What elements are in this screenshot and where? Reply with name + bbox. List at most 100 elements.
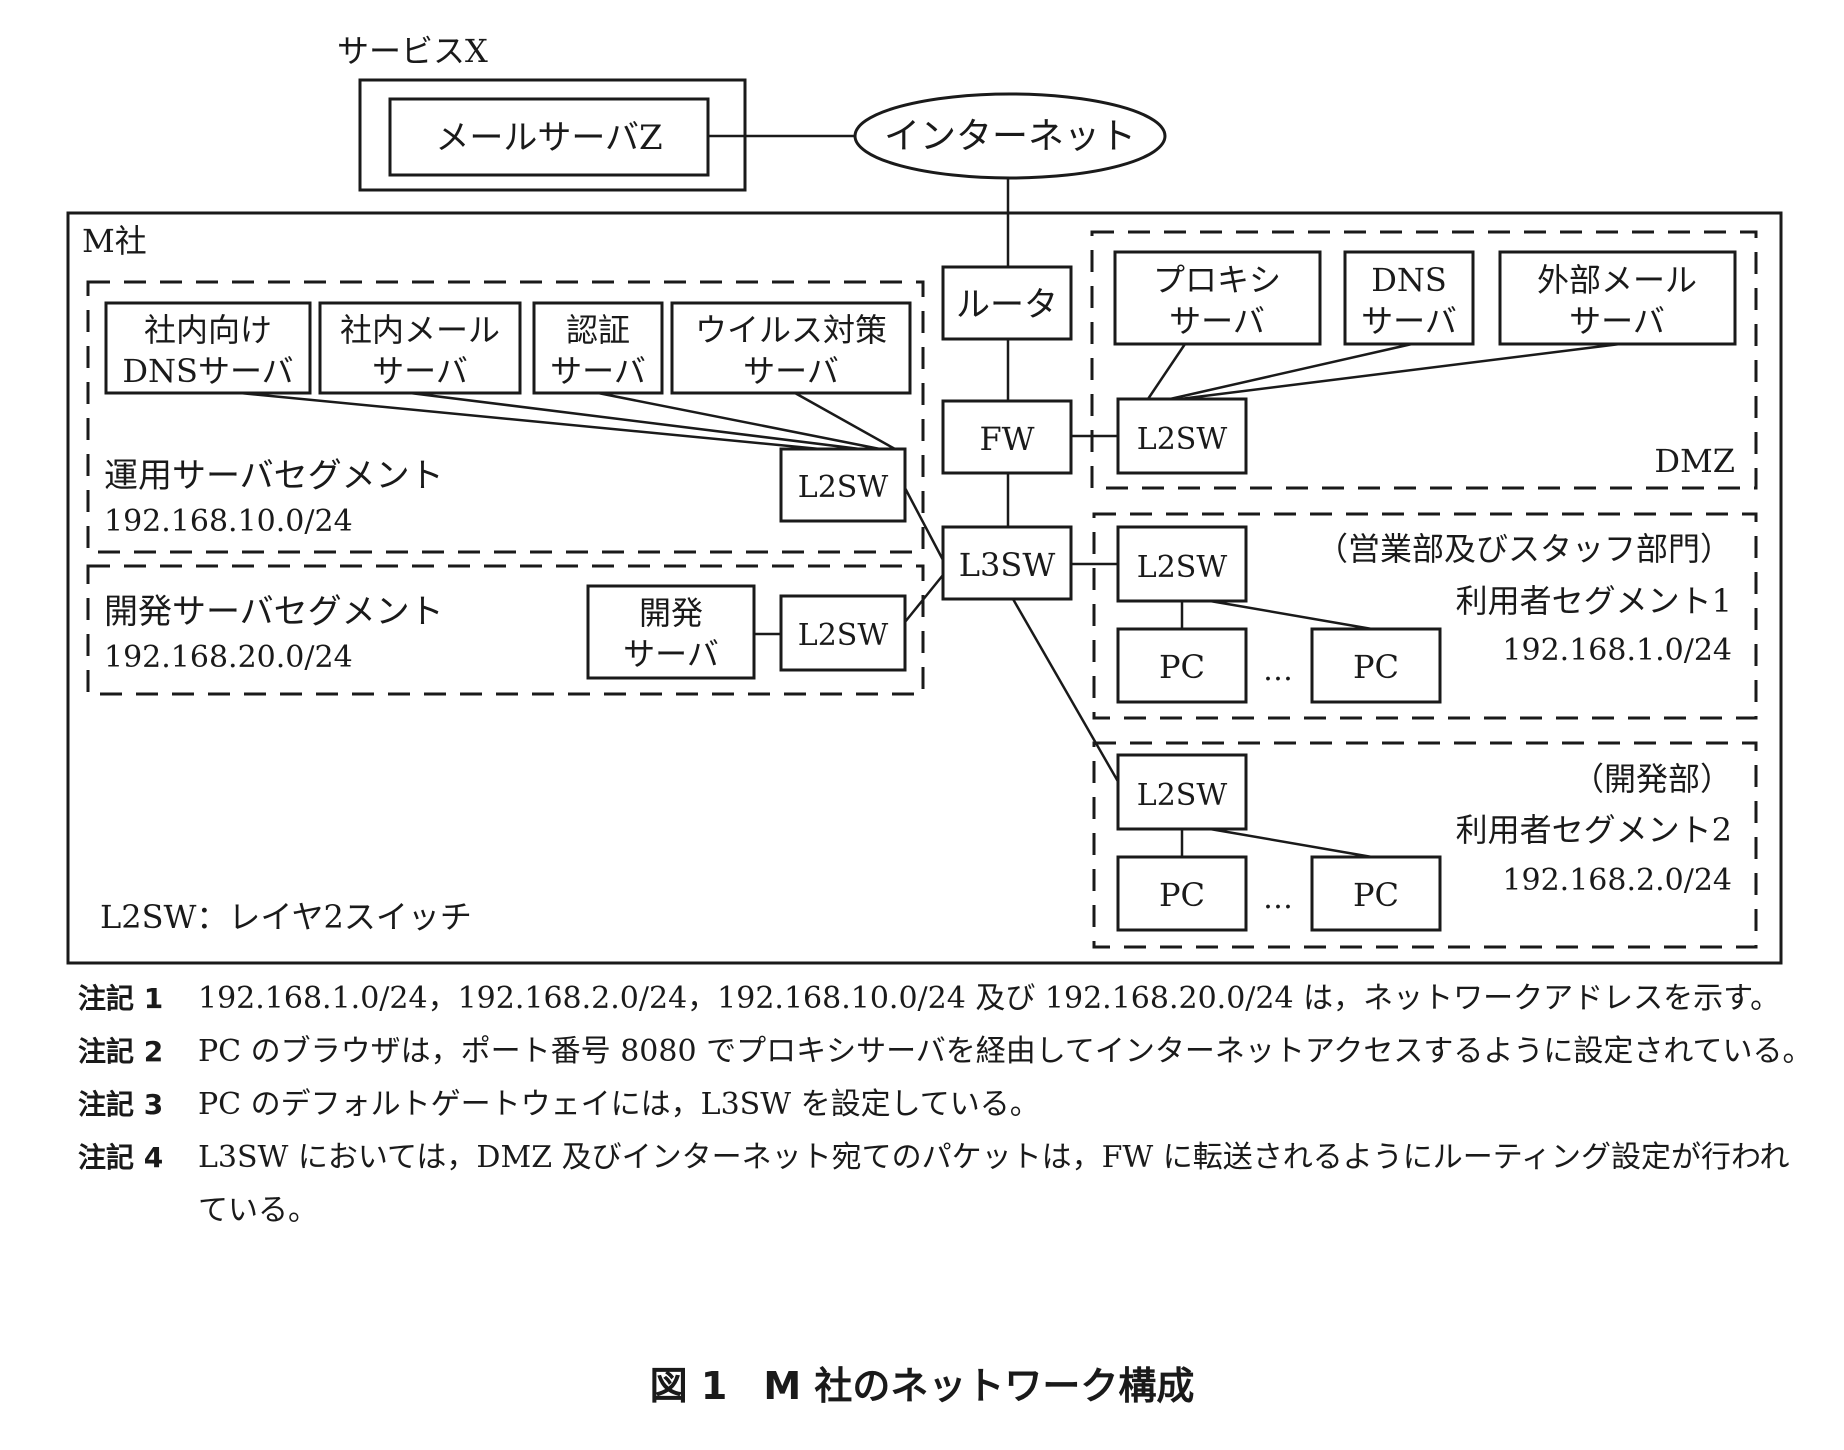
ops-segment-network: 192.168.10.0/24	[104, 504, 353, 539]
l2sw-legend: L2SW：レイヤ2スイッチ	[100, 898, 472, 936]
user2-l2sw-box	[1116, 753, 1248, 831]
dmz-dns-line1: DNS	[1371, 261, 1447, 299]
note-text: 192.168.1.0/24，192.168.2.0/24，192.168.10…	[198, 981, 1781, 1016]
l3sw-label: L3SW	[959, 546, 1056, 584]
user1-pc-box-2	[1310, 627, 1442, 704]
dmz-external-mail-line1: 外部メール	[1537, 261, 1697, 299]
user1-pc-box-1	[1116, 627, 1248, 704]
link-user2-l2sw-pc2	[1209, 827, 1373, 859]
user1-l2sw-label: L2SW	[1137, 550, 1228, 585]
figure-number: 図 1	[649, 1364, 728, 1408]
user2-segment-name: 利用者セグメント2	[1456, 811, 1732, 849]
dev-segment-frame	[86, 564, 925, 696]
mail-server-z-box	[388, 97, 710, 177]
user1-dept: （営業部及びスタッフ部門）	[1316, 530, 1732, 568]
company-frame	[66, 211, 1783, 965]
user2-dept: （開発部）	[1572, 760, 1732, 798]
notes-section: 注記 1 192.168.1.0/24，192.168.2.0/24，192.1…	[78, 972, 1818, 1237]
ops-server-auth-line2: サーバ	[550, 352, 646, 390]
dev-server-line2: サーバ	[623, 635, 719, 673]
note-label: 注記 3	[78, 1088, 164, 1121]
user2-network: 192.168.2.0/24	[1502, 863, 1732, 898]
note-text: L3SW においては，DMZ 及びインターネット宛てのパケットは，FW に転送さ…	[198, 1140, 1790, 1228]
dev-server-line1: 開発	[639, 594, 703, 632]
dmz-proxy-line1: プロキシ	[1153, 261, 1281, 299]
ops-server-antivirus-box	[670, 301, 912, 395]
link-dns-ops-l2sw	[239, 391, 821, 451]
fw-label: FW	[979, 420, 1034, 458]
ops-server-mail-line2: サーバ	[372, 352, 468, 390]
dmz-dns-box	[1343, 250, 1475, 346]
link-antivirus-ops-l2sw	[794, 391, 896, 451]
user1-ellipsis: …	[1263, 653, 1293, 688]
user-segment-1-frame	[1092, 512, 1758, 720]
ops-server-auth-box	[532, 301, 664, 395]
link-user1-l2sw-pc2	[1209, 599, 1373, 631]
ops-server-antivirus-line2: サーバ	[743, 352, 839, 390]
user2-pc-box-1	[1116, 855, 1248, 932]
ops-server-dns-box	[104, 301, 312, 395]
user1-segment-name: 利用者セグメント1	[1456, 582, 1732, 620]
dmz-dns-line2: サーバ	[1361, 302, 1457, 340]
dev-segment-network: 192.168.20.0/24	[104, 640, 353, 675]
note-2: 注記 2 PC のブラウザは，ポート番号 8080 でプロキシサーバを経由してイ…	[78, 1025, 1818, 1078]
note-4: 注記 4 L3SW においては，DMZ 及びインターネット宛てのパケットは，FW…	[78, 1131, 1818, 1237]
link-proxy-dmz-l2sw	[1146, 343, 1187, 400]
dmz-external-mail-box	[1498, 250, 1737, 346]
dmz-proxy-box	[1113, 250, 1322, 346]
figure-title: M 社のネットワーク構成	[763, 1364, 1195, 1408]
ops-server-dns-line2: DNSサーバ	[122, 352, 293, 390]
note-text: PC のブラウザは，ポート番号 8080 でプロキシサーバを経由してインターネッ…	[198, 1034, 1813, 1069]
dev-l2sw-box	[779, 594, 907, 672]
mail-server-z-label: メールサーバZ	[435, 118, 662, 158]
note-label: 注記 1	[78, 982, 164, 1015]
service-x-label: サービスX	[337, 32, 488, 70]
link-dns-dmz-l2sw	[1169, 342, 1413, 401]
user1-network: 192.168.1.0/24	[1502, 633, 1732, 668]
ops-server-mail-box	[318, 301, 522, 395]
user2-l2sw-label: L2SW	[1137, 778, 1228, 813]
ops-segment-frame	[86, 280, 925, 554]
link-mail-ops-l2sw	[409, 391, 861, 451]
ops-l2sw-label: L2SW	[798, 470, 889, 505]
ops-server-auth-line1: 認証	[566, 311, 630, 349]
company-label: M社	[82, 222, 147, 260]
link-dev-l2sw-l3sw	[904, 574, 944, 623]
network-diagram: サービスX メールサーバZ インターネット M社 ルータ FW L3SW 社内向…	[66, 32, 1783, 965]
link-auth-ops-l2sw	[597, 391, 881, 451]
ops-server-antivirus-line1: ウイルス対策	[695, 311, 887, 349]
dmz-external-mail-line2: サーバ	[1569, 302, 1665, 340]
user1-pc-label-1: PC	[1159, 648, 1205, 686]
user2-ellipsis: …	[1263, 881, 1293, 916]
link-extmail-dmz-l2sw	[1179, 342, 1621, 401]
dmz-frame	[1090, 230, 1758, 490]
user2-pc-label-2: PC	[1353, 876, 1399, 914]
note-label: 注記 2	[78, 1035, 164, 1068]
dev-segment-name: 開発サーバセグメント	[104, 592, 444, 632]
note-text: PC のデフォルトゲートウェイには，L3SW を設定している。	[198, 1087, 1040, 1122]
dmz-l2sw-box	[1116, 397, 1248, 475]
ops-segment-name: 運用サーバセグメント	[104, 456, 444, 496]
router-box	[941, 265, 1073, 341]
note-3: 注記 3 PC のデフォルトゲートウェイには，L3SW を設定している。	[78, 1078, 1818, 1131]
dmz-label: DMZ	[1654, 442, 1735, 480]
ops-server-dns-line1: 社内向け	[144, 311, 272, 349]
link-ops-l2sw-l3sw	[903, 487, 945, 561]
dmz-l2sw-label: L2SW	[1137, 422, 1228, 457]
note-1: 注記 1 192.168.1.0/24，192.168.2.0/24，192.1…	[78, 972, 1818, 1025]
dev-server-box	[586, 584, 756, 680]
internet-label: インターネット	[884, 116, 1136, 157]
ops-server-mail-line1: 社内メール	[340, 311, 500, 349]
user2-pc-label-1: PC	[1159, 876, 1205, 914]
internet-cloud	[853, 92, 1167, 180]
router-label: ルータ	[956, 285, 1058, 325]
ops-l2sw-box	[779, 447, 907, 523]
note-label: 注記 4	[78, 1141, 164, 1174]
link-l3sw-user2-l2sw	[1011, 598, 1122, 786]
figure-caption: 図 1 M 社のネットワーク構成	[0, 1355, 1844, 1410]
dev-l2sw-label: L2SW	[798, 618, 889, 653]
user-segment-2-frame	[1092, 741, 1758, 949]
user1-pc-label-2: PC	[1353, 648, 1399, 686]
user2-pc-box-2	[1310, 855, 1442, 932]
dmz-proxy-line2: サーバ	[1169, 302, 1265, 340]
